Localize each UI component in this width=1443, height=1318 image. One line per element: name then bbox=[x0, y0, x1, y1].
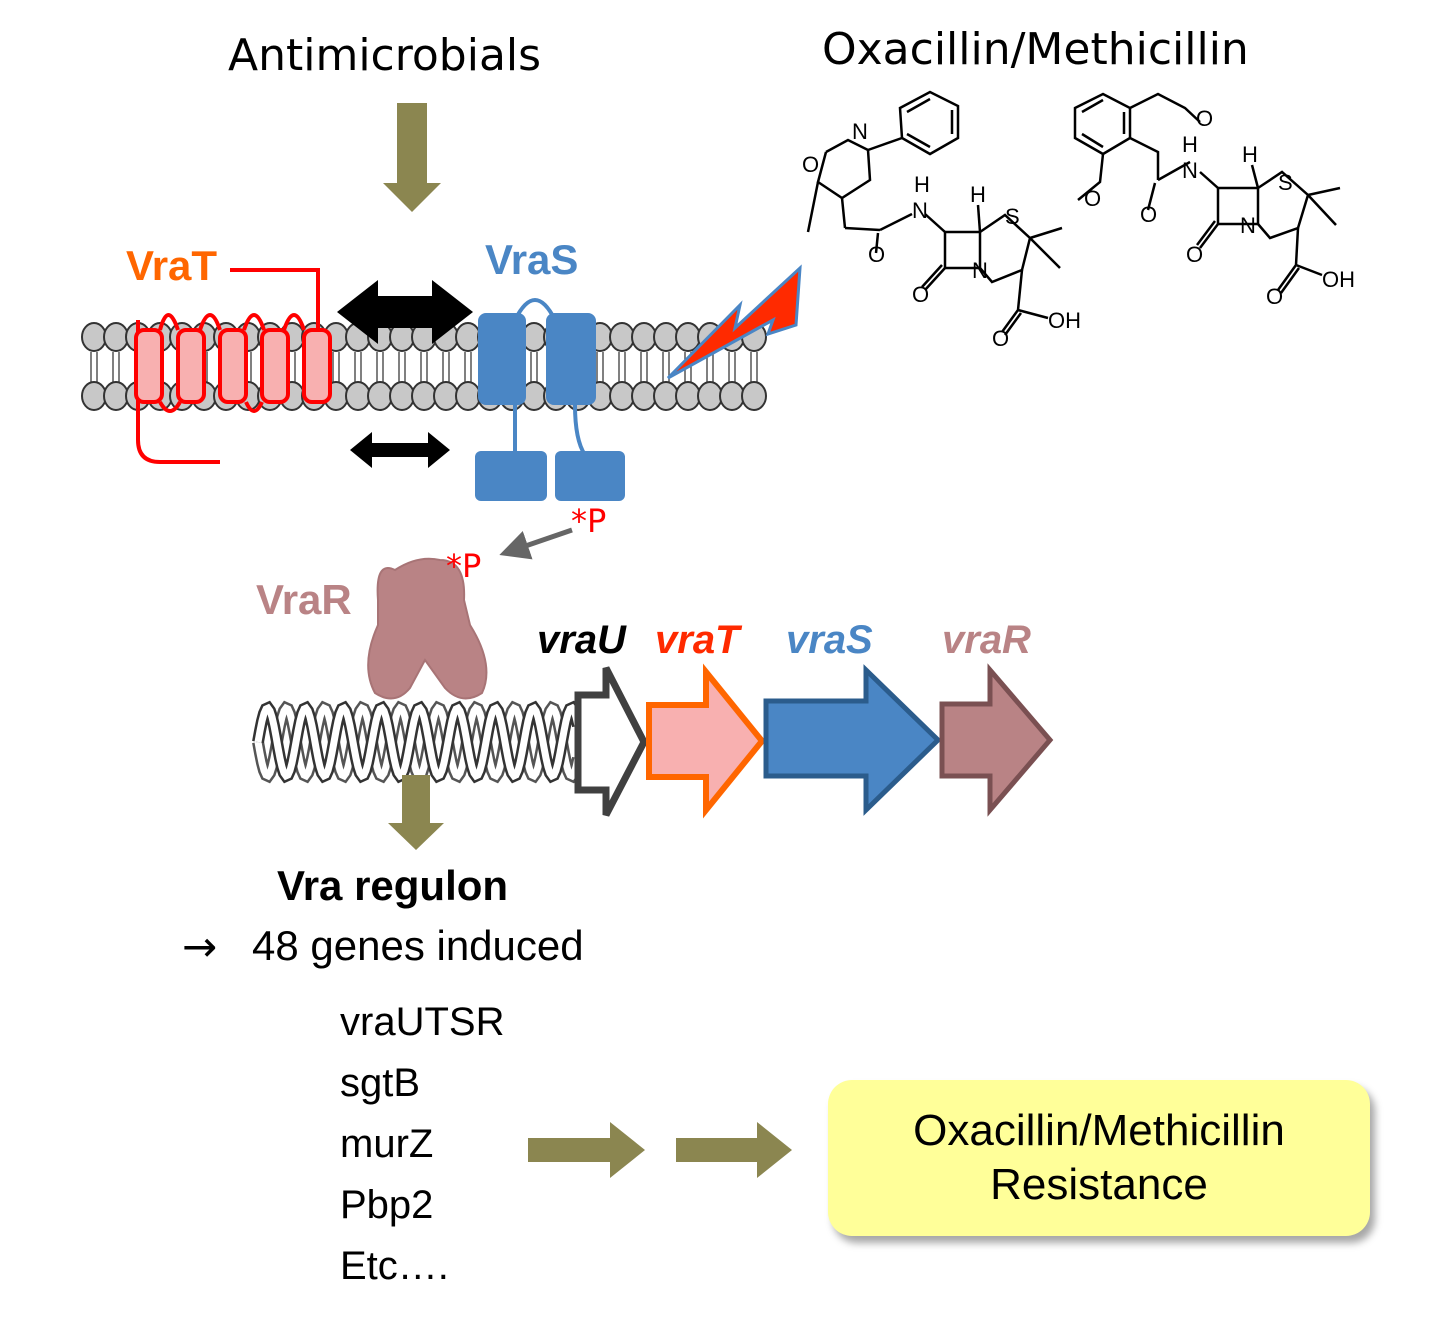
atom-s: S bbox=[1005, 204, 1020, 229]
atom-h: H bbox=[914, 172, 930, 197]
atom-o: O bbox=[1140, 202, 1157, 227]
dna-strand-fill bbox=[254, 703, 582, 781]
vrat-protein bbox=[134, 268, 332, 464]
phospho-label-vras: *P bbox=[571, 502, 607, 540]
gene-label-vrau: vraU bbox=[537, 618, 626, 662]
resistance-result-box: Oxacillin/Methicillin Resistance bbox=[828, 1080, 1370, 1236]
lipid-head bbox=[433, 381, 459, 411]
atom-o: O bbox=[992, 326, 1009, 351]
lipid-head bbox=[345, 381, 371, 411]
lipid-head bbox=[367, 381, 393, 411]
oxacillin-structure bbox=[806, 90, 1063, 336]
lipid-head bbox=[81, 322, 107, 352]
lipid-head bbox=[697, 381, 723, 411]
lipid-head bbox=[389, 381, 415, 411]
atom-n: N bbox=[912, 198, 928, 223]
gene-arrow-vras bbox=[763, 664, 942, 816]
lipid-head bbox=[719, 381, 745, 411]
antibiotics-label: Oxacillin/Methicillin bbox=[822, 24, 1249, 75]
lipid-head bbox=[675, 381, 701, 411]
lipid-head bbox=[741, 381, 767, 411]
regulon-summary: 48 genes induced bbox=[252, 922, 584, 969]
atom-o: O bbox=[1186, 242, 1203, 267]
lipid-head bbox=[103, 381, 129, 411]
atom-n: N bbox=[972, 258, 988, 283]
methicillin-structure bbox=[1073, 92, 1341, 294]
regulon-arrow: → bbox=[182, 922, 218, 971]
atom-o: O bbox=[802, 152, 819, 177]
flow-arrow-down bbox=[383, 103, 441, 212]
result-line-2: Resistance bbox=[990, 1160, 1208, 1209]
regulon-title: Vra regulon bbox=[277, 862, 509, 909]
lipid-head bbox=[653, 322, 679, 352]
lipid-head bbox=[653, 381, 679, 411]
phospho-label-vrar: *P bbox=[446, 547, 482, 585]
regulon-gene-list: vraUTSR sgtB murZ Pbp2 Etc…. bbox=[340, 992, 504, 1297]
atom-o: O bbox=[868, 242, 885, 267]
flow-arrow-right-1 bbox=[528, 1122, 645, 1178]
regulon-gene: Pbp2 bbox=[340, 1183, 434, 1227]
vrar-protein bbox=[367, 557, 488, 700]
gene-label-vrat: vraT bbox=[655, 618, 740, 662]
result-line-1: Oxacillin/Methicillin bbox=[913, 1106, 1285, 1155]
atom-o: O bbox=[1196, 106, 1213, 131]
atom-n: N bbox=[852, 119, 868, 144]
interaction-arrow-large bbox=[337, 280, 473, 344]
vrar-label: VraR bbox=[256, 576, 352, 623]
lipid-head bbox=[675, 322, 701, 352]
vrat-label: VraT bbox=[126, 242, 218, 289]
lipid-head bbox=[455, 322, 481, 352]
lipid-head bbox=[609, 381, 635, 411]
atom-o: O bbox=[912, 282, 929, 307]
atom-o: O bbox=[1084, 186, 1101, 211]
atom-h: H bbox=[970, 182, 986, 207]
regulon-gene: vraUTSR bbox=[340, 1000, 505, 1044]
atom-oh: OH bbox=[1048, 308, 1081, 333]
lipid-head bbox=[103, 322, 129, 352]
atom-oh: OH bbox=[1322, 267, 1355, 292]
regulon-gene: murZ bbox=[340, 1122, 434, 1166]
atom-s: S bbox=[1278, 170, 1293, 195]
flow-arrow-right-2 bbox=[676, 1122, 792, 1178]
vras-protein bbox=[475, 298, 625, 501]
flow-arrow-regulon bbox=[388, 775, 444, 850]
atom-h: H bbox=[1242, 142, 1258, 167]
lipid-head bbox=[411, 381, 437, 411]
regulon-gene: sgtB bbox=[340, 1061, 421, 1105]
gene-label-vrar: vraR bbox=[942, 618, 1031, 662]
lipid-head bbox=[455, 381, 481, 411]
lightning-bolt bbox=[666, 264, 802, 380]
gene-arrow-vrat bbox=[646, 663, 766, 819]
atom-o: O bbox=[1266, 284, 1283, 309]
atom-labels: N O H N O H S N O OH O O O O H N H S N O… bbox=[802, 106, 1355, 351]
interaction-arrow-small bbox=[350, 432, 450, 468]
phosphotransfer-arrow bbox=[499, 527, 573, 560]
lipid-head bbox=[609, 322, 635, 352]
atom-h: H bbox=[1182, 132, 1198, 157]
gene-arrow-vrar bbox=[939, 663, 1054, 817]
gene-arrow-vrau bbox=[574, 666, 648, 817]
vras-label: VraS bbox=[485, 236, 579, 283]
gene-label-vras: vraS bbox=[786, 618, 873, 662]
dna-helix bbox=[252, 700, 584, 784]
lipid-head bbox=[631, 381, 657, 411]
lipid-head bbox=[81, 381, 107, 411]
regulon-gene: Etc…. bbox=[340, 1244, 449, 1288]
atom-n: N bbox=[1182, 158, 1198, 183]
atom-n: N bbox=[1240, 213, 1256, 238]
lipid-head bbox=[631, 322, 657, 352]
antimicrobials-label: Antimicrobials bbox=[228, 30, 542, 81]
